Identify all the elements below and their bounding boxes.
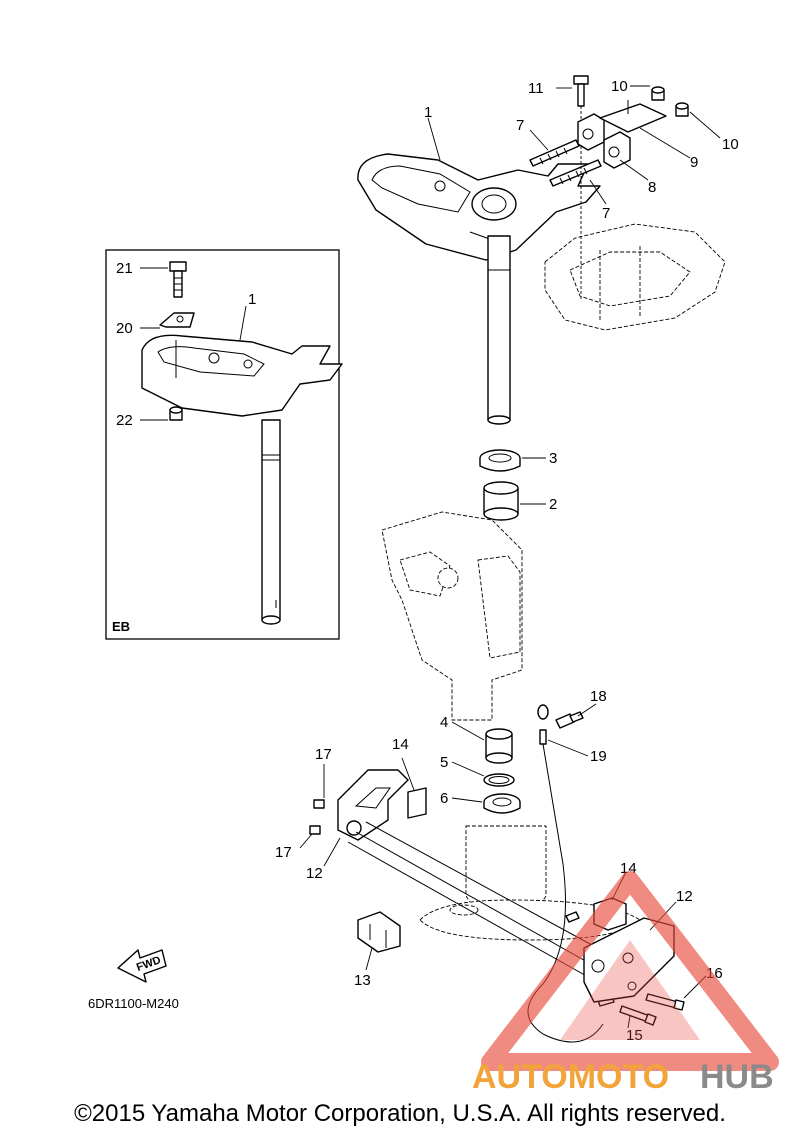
callout-7-bottom: 7 <box>602 205 610 222</box>
stud-7-lower <box>549 159 602 187</box>
callout-12-left: 12 <box>306 865 323 882</box>
friction-rod-12 <box>347 821 613 979</box>
shaft-inset <box>261 419 281 625</box>
nut-22 <box>169 406 183 421</box>
callout-7-top: 7 <box>516 117 524 134</box>
reference-code: 6DR1100-M240 <box>88 996 179 1011</box>
clamp-assembly-left <box>309 769 427 841</box>
main-shaft <box>487 235 511 425</box>
callout-18: 18 <box>590 688 607 705</box>
callout-12-right: 12 <box>676 888 693 905</box>
ghost-upper-bracket <box>544 223 726 331</box>
callout-17-bottom: 17 <box>275 844 292 861</box>
callout-1: 1 <box>424 104 432 121</box>
seal-6 <box>483 793 521 814</box>
swivel-bracket-ghost <box>381 511 523 721</box>
bushing-3 <box>479 449 521 472</box>
callout-10-right: 10 <box>722 136 739 153</box>
nut-10-right <box>675 102 689 117</box>
callout-17-top: 17 <box>315 746 332 763</box>
callout-20: 20 <box>116 320 133 337</box>
clamp-block-13 <box>357 911 401 953</box>
bolt-16 <box>645 993 685 1011</box>
bolt-21 <box>169 261 187 298</box>
nut-10-left <box>651 86 665 101</box>
bushing-4 <box>485 728 513 764</box>
callout-14-left: 14 <box>392 736 409 753</box>
bushing-2 <box>483 481 519 521</box>
small-screw <box>565 911 580 923</box>
watermark-text-2: HUB <box>700 1058 774 1096</box>
callout-9: 9 <box>690 154 698 171</box>
callout-4: 4 <box>440 714 448 731</box>
copyright-notice: ©2015 Yamaha Motor Corporation, U.S.A. A… <box>74 1100 726 1127</box>
callout-13: 13 <box>354 972 371 989</box>
mount-rubber-8 <box>577 113 631 169</box>
callout-2: 2 <box>549 496 557 513</box>
steering-handle-main <box>357 153 601 261</box>
screw-18 <box>555 711 584 729</box>
callout-3: 3 <box>549 450 557 467</box>
bracket-20 <box>159 312 195 328</box>
inset-eb: EB <box>105 249 343 640</box>
callout-15: 15 <box>626 1027 643 1044</box>
callout-10-left: 10 <box>611 78 628 95</box>
callout-21: 21 <box>116 260 133 277</box>
stud-7-upper <box>529 139 580 167</box>
callout-19: 19 <box>590 748 607 765</box>
ground-lead-19 <box>527 704 615 1043</box>
steering-arm-inset <box>141 334 343 417</box>
callout-1-inset: 1 <box>248 291 256 308</box>
fwd-arrow: FWD <box>117 949 167 983</box>
watermark-text-1: AUTOMOTO <box>472 1058 669 1096</box>
callout-5: 5 <box>440 754 448 771</box>
callout-6: 6 <box>440 790 448 807</box>
callout-22: 22 <box>116 412 133 429</box>
o-ring-5 <box>483 773 515 787</box>
callouts: 1 7 7 11 10 10 9 8 3 2 4 5 6 18 19 14 17… <box>275 78 739 1044</box>
callout-8: 8 <box>648 179 656 196</box>
callout-11: 11 <box>528 80 544 97</box>
bolt-15 <box>619 1005 657 1026</box>
plate-9 <box>599 100 667 133</box>
watermark-logo <box>481 871 779 1071</box>
inset-label: EB <box>112 619 130 634</box>
